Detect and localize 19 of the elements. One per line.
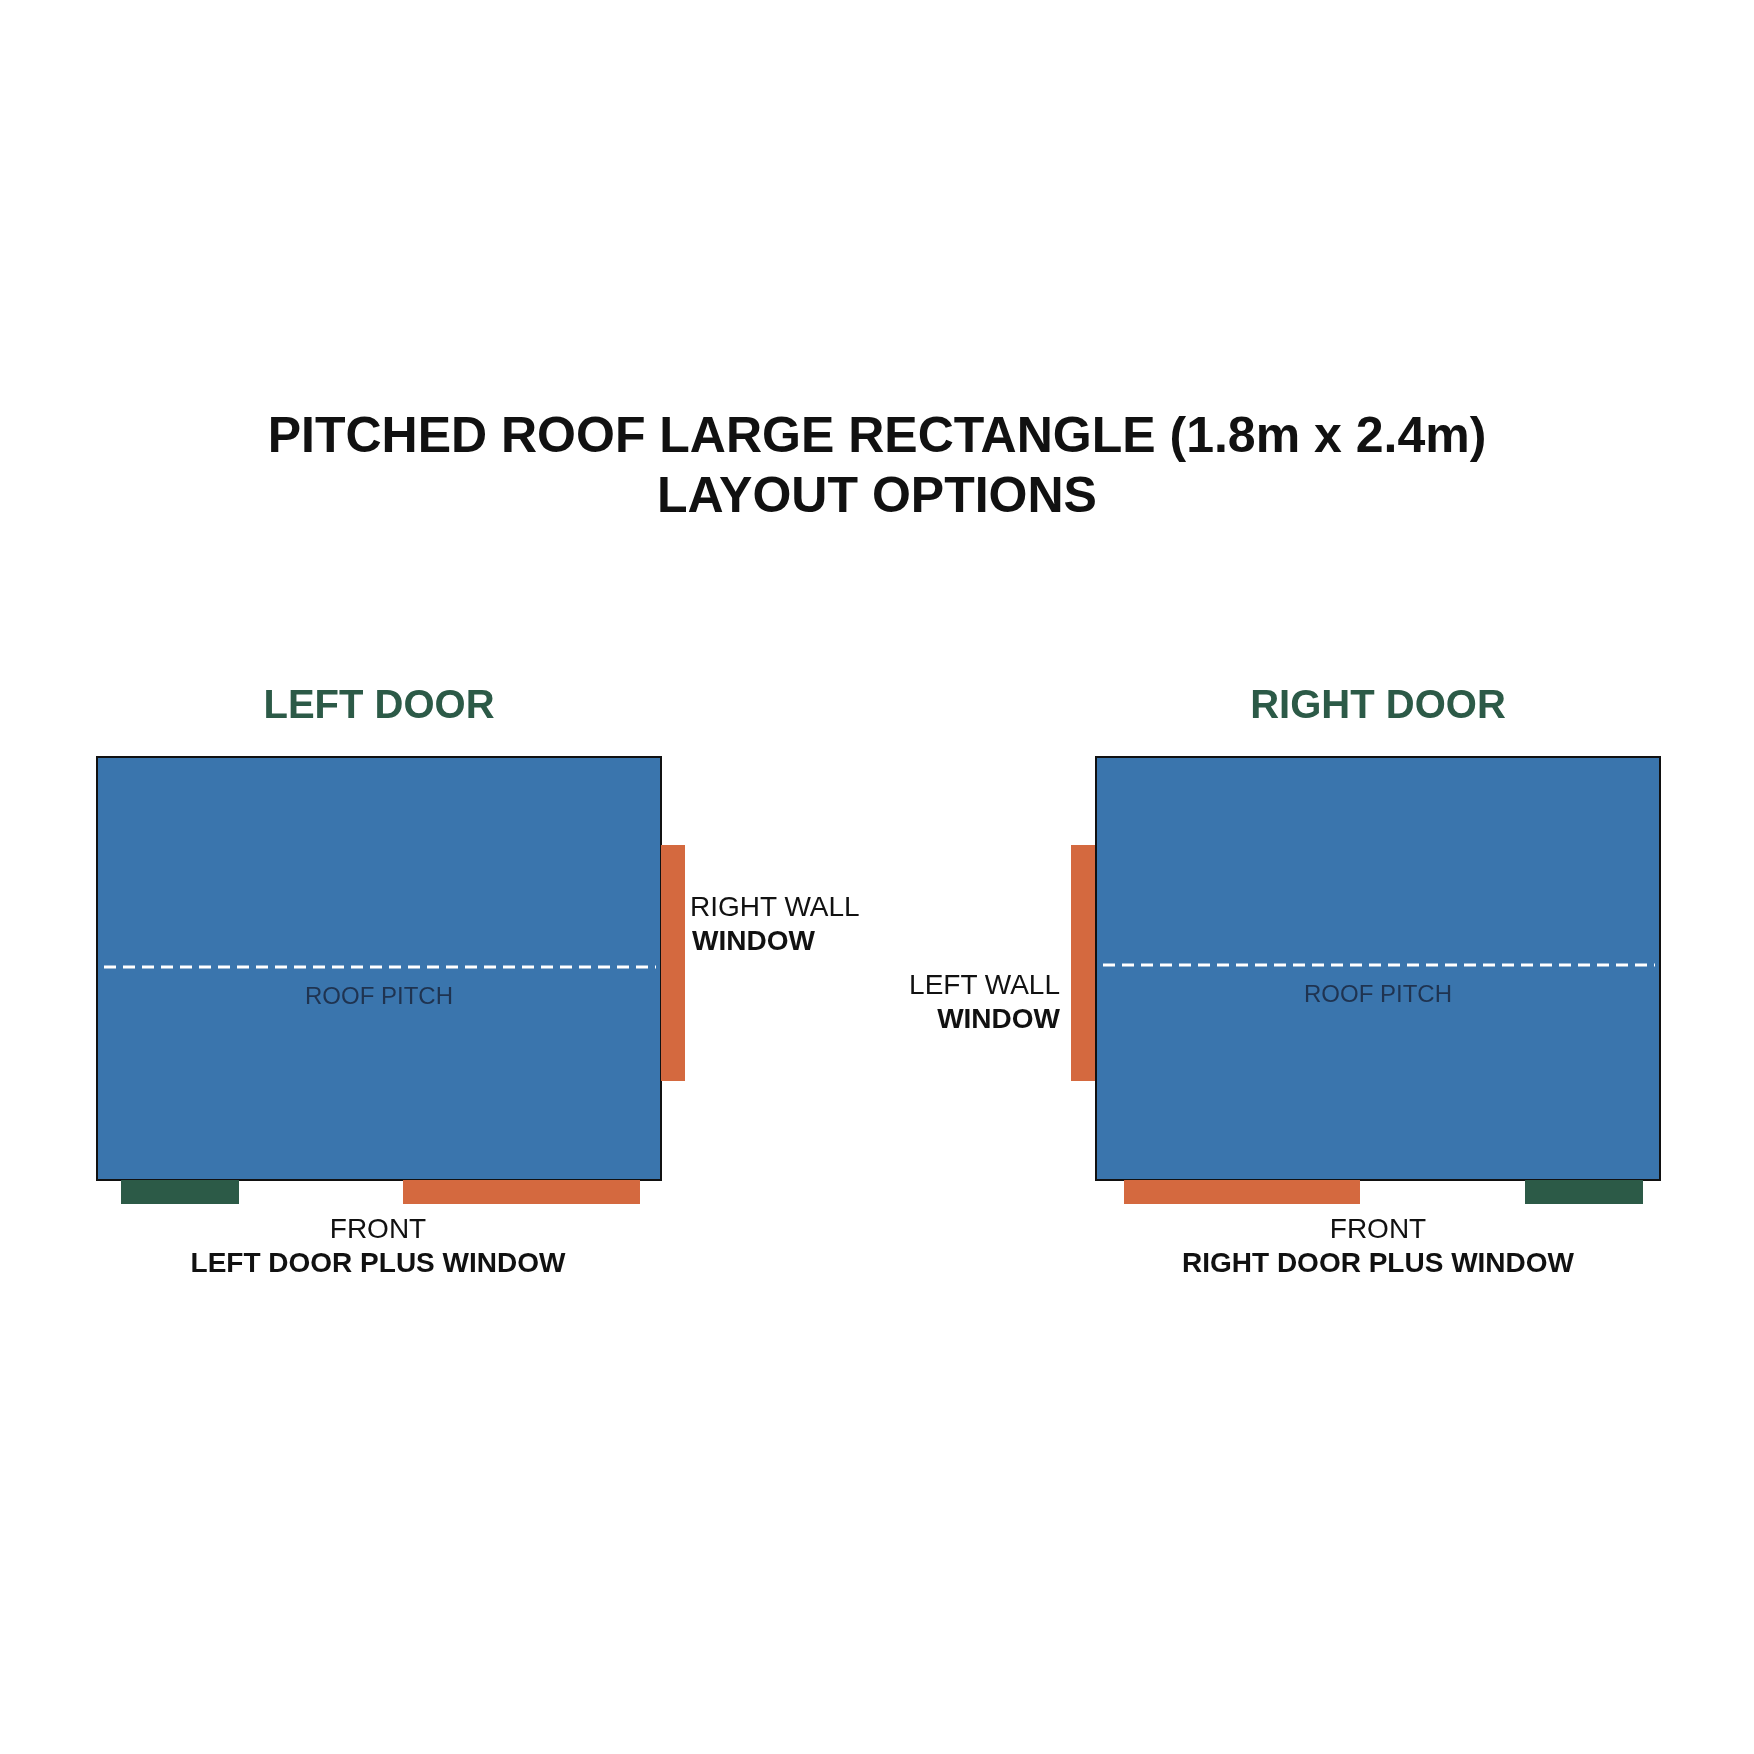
wall-label: RIGHT WALL bbox=[690, 890, 860, 924]
door-bar bbox=[121, 1180, 239, 1204]
roof-pitch-label: ROOF PITCH bbox=[1303, 979, 1453, 1009]
window-bar bbox=[1124, 1180, 1360, 1204]
window-bar bbox=[403, 1180, 640, 1204]
layout-label: RIGHT DOOR PLUS WINDOW bbox=[1182, 1246, 1574, 1280]
roof-pitch-label: ROOF PITCH bbox=[304, 981, 454, 1011]
window-label: WINDOW bbox=[692, 924, 815, 958]
window-label: WINDOW bbox=[937, 1002, 1060, 1036]
plan-heading: RIGHT DOOR bbox=[1249, 681, 1507, 728]
window-bar bbox=[1071, 845, 1095, 1081]
diagram-title: PITCHED ROOF LARGE RECTANGLE (1.8m x 2.4m) LAYOUT OPTIONS bbox=[266, 406, 1488, 525]
front-label: FRONT bbox=[1329, 1212, 1427, 1246]
door-bar bbox=[1525, 1180, 1643, 1204]
layout-label: LEFT DOOR PLUS WINDOW bbox=[190, 1246, 566, 1280]
front-label: FRONT bbox=[329, 1212, 427, 1246]
plan-heading: LEFT DOOR bbox=[262, 681, 496, 728]
wall-label: LEFT WALL bbox=[909, 968, 1060, 1002]
window-bar bbox=[661, 845, 685, 1081]
